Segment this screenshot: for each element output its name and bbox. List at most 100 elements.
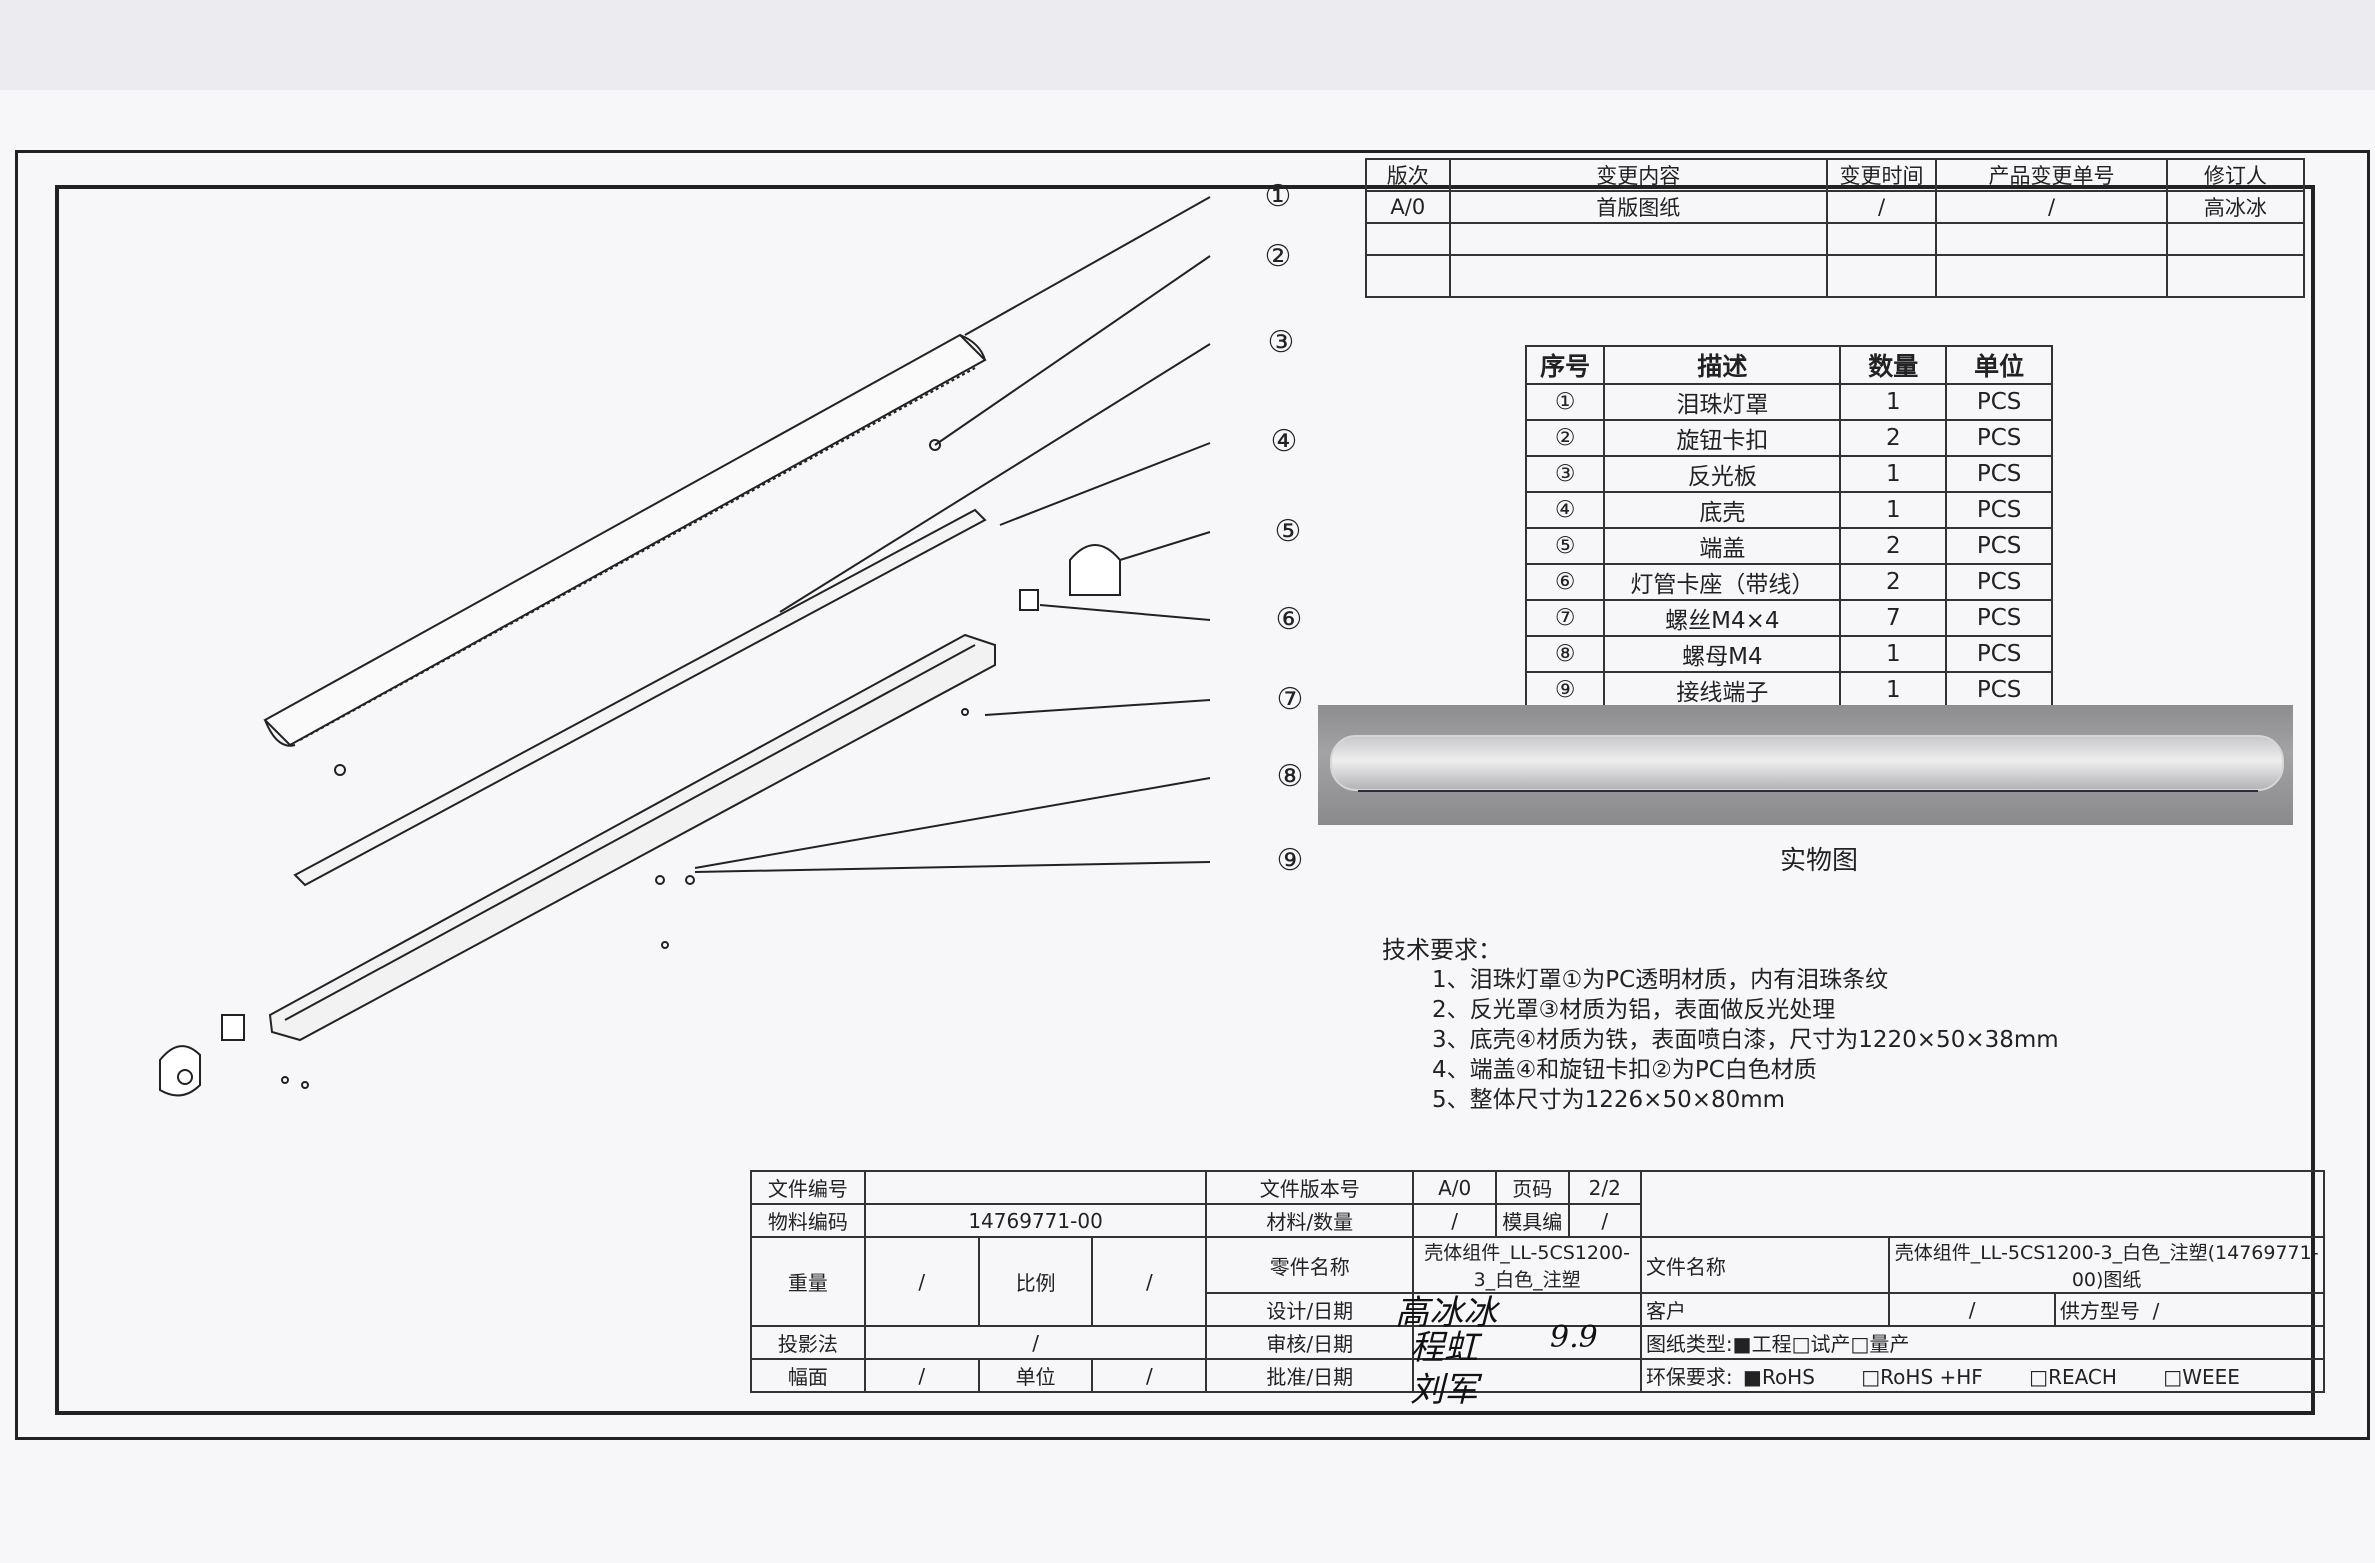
callout-6: ⑥ bbox=[1275, 602, 1303, 637]
part-name-label: 零件名称 bbox=[1205, 1236, 1415, 1294]
bom-cell: 端盖 bbox=[1603, 527, 1842, 565]
bom-cell: PCS bbox=[1945, 419, 2053, 457]
weight-value: / bbox=[863, 1236, 980, 1327]
part-name-value: 壳体组件_LL-5CS1200-3_白色_注塑 bbox=[1412, 1236, 1642, 1294]
env-option-rohs: ■RoHS bbox=[1743, 1365, 1815, 1389]
rev-cell bbox=[1935, 222, 2168, 256]
signature-approve: 刘军 bbox=[1410, 1370, 1478, 1410]
projection-label: 投影法 bbox=[750, 1325, 866, 1360]
rev-cell bbox=[2165, 222, 2306, 256]
callout-9: ⑨ bbox=[1276, 843, 1304, 878]
signature-review-date: 9.9 bbox=[1550, 1320, 1598, 1355]
reflector-part bbox=[293, 508, 987, 887]
bom-cell: PCS bbox=[1945, 455, 2053, 493]
rev-col-version: 版次 bbox=[1365, 158, 1451, 192]
bom-cell: 灯管卡座（带线） bbox=[1603, 563, 1842, 601]
rev-cell bbox=[1448, 254, 1828, 298]
rev-cell bbox=[1448, 222, 1828, 256]
signature-review: 程虹 bbox=[1410, 1328, 1478, 1368]
table-row: 文件编号 文件版本号 A/0 页码 2/2 bbox=[750, 1170, 2326, 1238]
file-name-label: 文件名称 bbox=[1639, 1236, 1891, 1294]
tube-shadow-line bbox=[1358, 790, 2258, 792]
bom-col-index: 序号 bbox=[1524, 345, 1606, 385]
callout-5: ⑤ bbox=[1274, 514, 1302, 549]
bom-col-quantity: 数量 bbox=[1839, 345, 1948, 385]
tech-item: 3、底壳④材质为铁，表面喷白漆，尺寸为1220×50×38mm bbox=[1432, 1027, 2059, 1053]
rev-col-reviser: 修订人 bbox=[2165, 158, 2306, 192]
lamp-holder-part bbox=[1069, 544, 1121, 596]
bom-col-unit: 单位 bbox=[1945, 345, 2053, 385]
inner-frame bbox=[55, 185, 2315, 1415]
rev-cell: 首版图纸 bbox=[1448, 190, 1828, 224]
scale-label: 比例 bbox=[977, 1236, 1094, 1327]
rev-cell bbox=[1365, 222, 1451, 256]
bom-cell: 1 bbox=[1839, 671, 1948, 709]
supplier-model-value: / bbox=[2152, 1299, 2160, 1323]
bom-header-row: 序号 描述 数量 单位 bbox=[1524, 345, 2053, 385]
design-label: 设计/日期 bbox=[1205, 1292, 1415, 1327]
tube-image bbox=[1330, 735, 2284, 791]
file-version-label: 文件版本号 bbox=[1205, 1170, 1415, 1205]
weight-label: 重量 bbox=[750, 1236, 866, 1327]
title-empty-cell bbox=[1639, 1170, 2326, 1238]
bom-cell: PCS bbox=[1945, 527, 2053, 565]
env-option-reach: □REACH bbox=[2029, 1365, 2117, 1389]
bom-cell: 底壳 bbox=[1603, 491, 1842, 529]
bom-cell: 2 bbox=[1839, 527, 1948, 565]
bom-cell: ① bbox=[1524, 383, 1606, 421]
format-value: / bbox=[863, 1358, 980, 1393]
bom-cell: PCS bbox=[1945, 671, 2053, 709]
bom-cell: ⑦ bbox=[1524, 599, 1606, 637]
customer-value: / bbox=[1888, 1292, 2056, 1327]
table-row bbox=[1365, 254, 2306, 298]
material-qty-label: 材料/数量 bbox=[1205, 1203, 1415, 1238]
bom-cell: 旋钮卡扣 bbox=[1603, 419, 1842, 457]
revision-header-row: 版次 变更内容 变更时间 产品变更单号 修订人 bbox=[1365, 158, 2306, 192]
bom-cell: PCS bbox=[1945, 563, 2053, 601]
bom-cell: PCS bbox=[1945, 491, 2053, 529]
bom-cell: 接线端子 bbox=[1603, 671, 1842, 709]
supplier-model-cell: 供方型号 / bbox=[2053, 1292, 2326, 1327]
rev-cell: / bbox=[1935, 190, 2168, 224]
table-row: 幅面 / 单位 / 批准/日期 环保要求: ■RoHS □RoHS +HF □R… bbox=[750, 1358, 2326, 1393]
bom-cell: PCS bbox=[1945, 383, 2053, 421]
page-label: 页码 bbox=[1495, 1170, 1570, 1205]
tech-title: 技术要求： bbox=[1382, 936, 1502, 964]
rev-cell bbox=[1365, 254, 1451, 298]
material-qty-value: / bbox=[1412, 1203, 1498, 1238]
bom-cell: ⑥ bbox=[1524, 563, 1606, 601]
rev-cell bbox=[1825, 222, 1938, 256]
format-label: 幅面 bbox=[750, 1358, 866, 1393]
table-row: A/0 首版图纸 / / 高冰冰 bbox=[1365, 190, 2306, 224]
rev-col-order: 产品变更单号 bbox=[1935, 158, 2168, 192]
tech-item: 2、反光罩③材质为铝，表面做反光处理 bbox=[1432, 997, 1836, 1023]
table-row: 重量 / 比例 / 零件名称 壳体组件_LL-5CS1200-3_白色_注塑 文… bbox=[750, 1236, 2325, 1327]
rev-cell: / bbox=[1825, 190, 1938, 224]
title-block: 文件编号 文件版本号 A/0 页码 2/2 物料编码 14769771-00 材… bbox=[750, 1170, 2326, 1393]
file-no-label: 文件编号 bbox=[750, 1170, 866, 1205]
bom-cell: 1 bbox=[1839, 491, 1948, 529]
scale-value: / bbox=[1091, 1236, 1208, 1327]
callout-4: ④ bbox=[1270, 424, 1298, 459]
bom-cell: ④ bbox=[1524, 491, 1606, 529]
callout-1: ① bbox=[1264, 179, 1292, 214]
photo-caption: 实物图 bbox=[1780, 846, 1859, 876]
bom-cell: 2 bbox=[1839, 563, 1948, 601]
supplier-model-label: 供方型号 bbox=[2059, 1299, 2140, 1323]
tech-item: 5、整体尺寸为1226×50×80mm bbox=[1432, 1087, 1786, 1113]
callout-7: ⑦ bbox=[1276, 682, 1304, 717]
bom-cell: PCS bbox=[1945, 635, 2053, 673]
table-row: 物料编码 14769771-00 材料/数量 / 模具编 / bbox=[750, 1203, 2324, 1238]
bom-cell: 1 bbox=[1839, 635, 1948, 673]
bom-cell: 1 bbox=[1839, 383, 1948, 421]
material-code-label: 物料编码 bbox=[750, 1203, 866, 1238]
signature-design: 高冰冰 bbox=[1395, 1293, 1497, 1333]
revision-table: 版次 变更内容 变更时间 产品变更单号 修订人 A/0 首版图纸 / / 高冰冰 bbox=[1365, 158, 2306, 298]
env-option-rohs-hf: □RoHS +HF bbox=[1861, 1365, 1983, 1389]
